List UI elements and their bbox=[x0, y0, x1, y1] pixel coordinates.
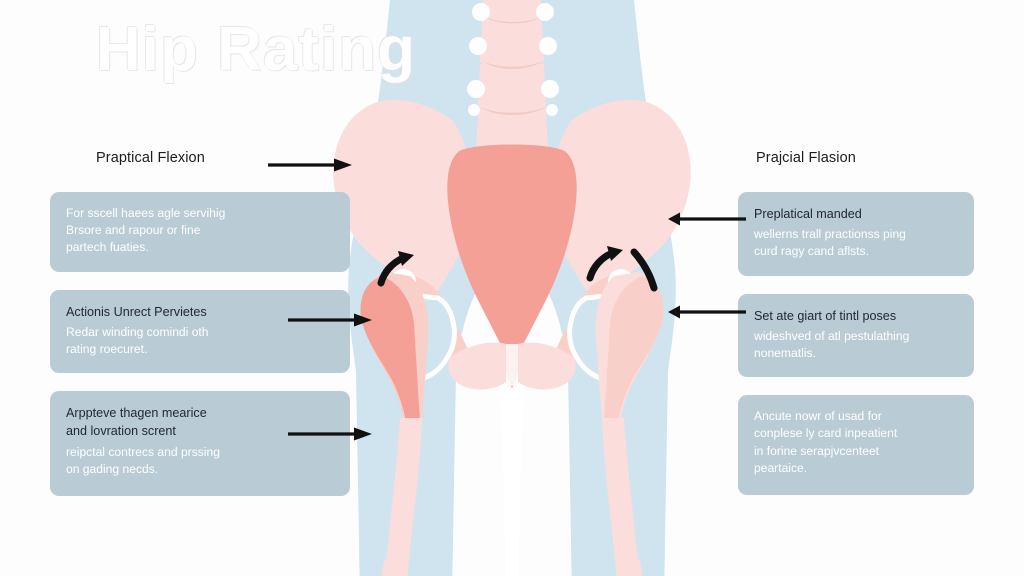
right-card-2-title: Set ate giart of tintl poses bbox=[754, 308, 897, 323]
arrow-left-card-2-icon bbox=[288, 313, 372, 327]
left-card-2-body: Redar winding comindi oth rating roecure… bbox=[66, 324, 334, 358]
right-card-1[interactable]: Preplatical manded wellerns trall practi… bbox=[738, 192, 974, 276]
left-card-2[interactable]: Actionis Unrect Pervietes Redar winding … bbox=[50, 289, 350, 374]
curved-stroke-right-hip bbox=[630, 248, 658, 292]
pubic-symphysis bbox=[448, 342, 576, 390]
right-femur bbox=[595, 272, 664, 576]
right-card-3-body: Ancute nowr of usad for conplese ly card… bbox=[754, 408, 958, 477]
right-card-3-body-line-1: Ancute nowr of usad for bbox=[754, 409, 882, 424]
right-card-1-body-line-2: curd ragy cand aflsts. bbox=[754, 244, 869, 259]
left-card-2-title: Actionis Unrect Pervietes bbox=[66, 304, 207, 319]
left-card-3-title-line-2: and lovration scrent bbox=[66, 424, 176, 439]
left-card-3-body-line-2: on gading necds. bbox=[66, 461, 159, 476]
left-card-2-body-line-1: Redar winding comindi oth bbox=[66, 324, 209, 339]
right-card-1-body: wellerns trall practionss ping curd ragy… bbox=[754, 226, 958, 260]
left-card-3-title: Arppteve thagen mearice and lovration sc… bbox=[66, 404, 334, 441]
right-card-2-body-line-2: nonematlis. bbox=[754, 346, 816, 361]
right-card-2-body-line-1: wideshved of atl pestulathing bbox=[754, 328, 910, 343]
left-card-1-body-line-2: Brsore and rapour or fine bbox=[66, 223, 201, 238]
right-card-3-body-line-2: conplese ly card inpeatient bbox=[754, 426, 898, 441]
right-card-1-body-line-1: wellerns trall practionss ping bbox=[754, 227, 906, 242]
left-card-1[interactable]: For sscell haees agle servihig Brsore an… bbox=[50, 192, 350, 272]
left-card-1-body-line-3: partech fuaties. bbox=[66, 240, 149, 255]
right-card-1-title: Preplatical manded bbox=[754, 207, 862, 221]
left-column-heading: Praptical Flexion bbox=[96, 150, 205, 166]
right-card-3-body-line-3: in forine serapjvcenteet bbox=[754, 443, 880, 458]
right-annotation-column: Prajcial Flasion Preplatical manded well… bbox=[738, 150, 974, 513]
curved-arrow-right-hip-head bbox=[607, 246, 623, 261]
left-card-1-body: For sscell haees agle servihig Brsore an… bbox=[66, 205, 334, 257]
left-card-1-body-line-1: For sscell haees agle servihig bbox=[66, 206, 226, 220]
left-card-3-body: reipctal contrecs and prssing on gading … bbox=[66, 444, 334, 478]
arrow-left-heading-icon bbox=[268, 158, 352, 172]
right-column-heading: Prajcial Flasion bbox=[756, 150, 856, 166]
left-annotation-column: Praptical Flexion For sscell haees agle … bbox=[50, 150, 350, 514]
right-card-2-body: wideshved of atl pestulathing nonematlis… bbox=[754, 328, 958, 362]
right-card-3-body-line-4: peartaice. bbox=[754, 460, 808, 475]
arrow-right-card-1-icon bbox=[668, 212, 746, 226]
left-card-3[interactable]: Arppteve thagen mearice and lovration sc… bbox=[50, 391, 350, 496]
right-card-2[interactable]: Set ate giart of tintl poses wideshved o… bbox=[738, 293, 974, 378]
arrow-left-card-3-icon bbox=[288, 427, 372, 441]
left-femur bbox=[360, 272, 429, 576]
right-card-3[interactable]: Ancute nowr of usad for conplese ly card… bbox=[738, 395, 974, 495]
left-card-3-title-line-1: Arppteve thagen mearice bbox=[66, 406, 207, 421]
curved-arrow-left-hip-head bbox=[398, 251, 414, 266]
left-card-2-body-line-2: rating roecuret. bbox=[66, 341, 148, 356]
arrow-right-card-2-icon bbox=[668, 305, 746, 319]
left-card-3-body-line-1: reipctal contrecs and prssing bbox=[66, 444, 220, 459]
